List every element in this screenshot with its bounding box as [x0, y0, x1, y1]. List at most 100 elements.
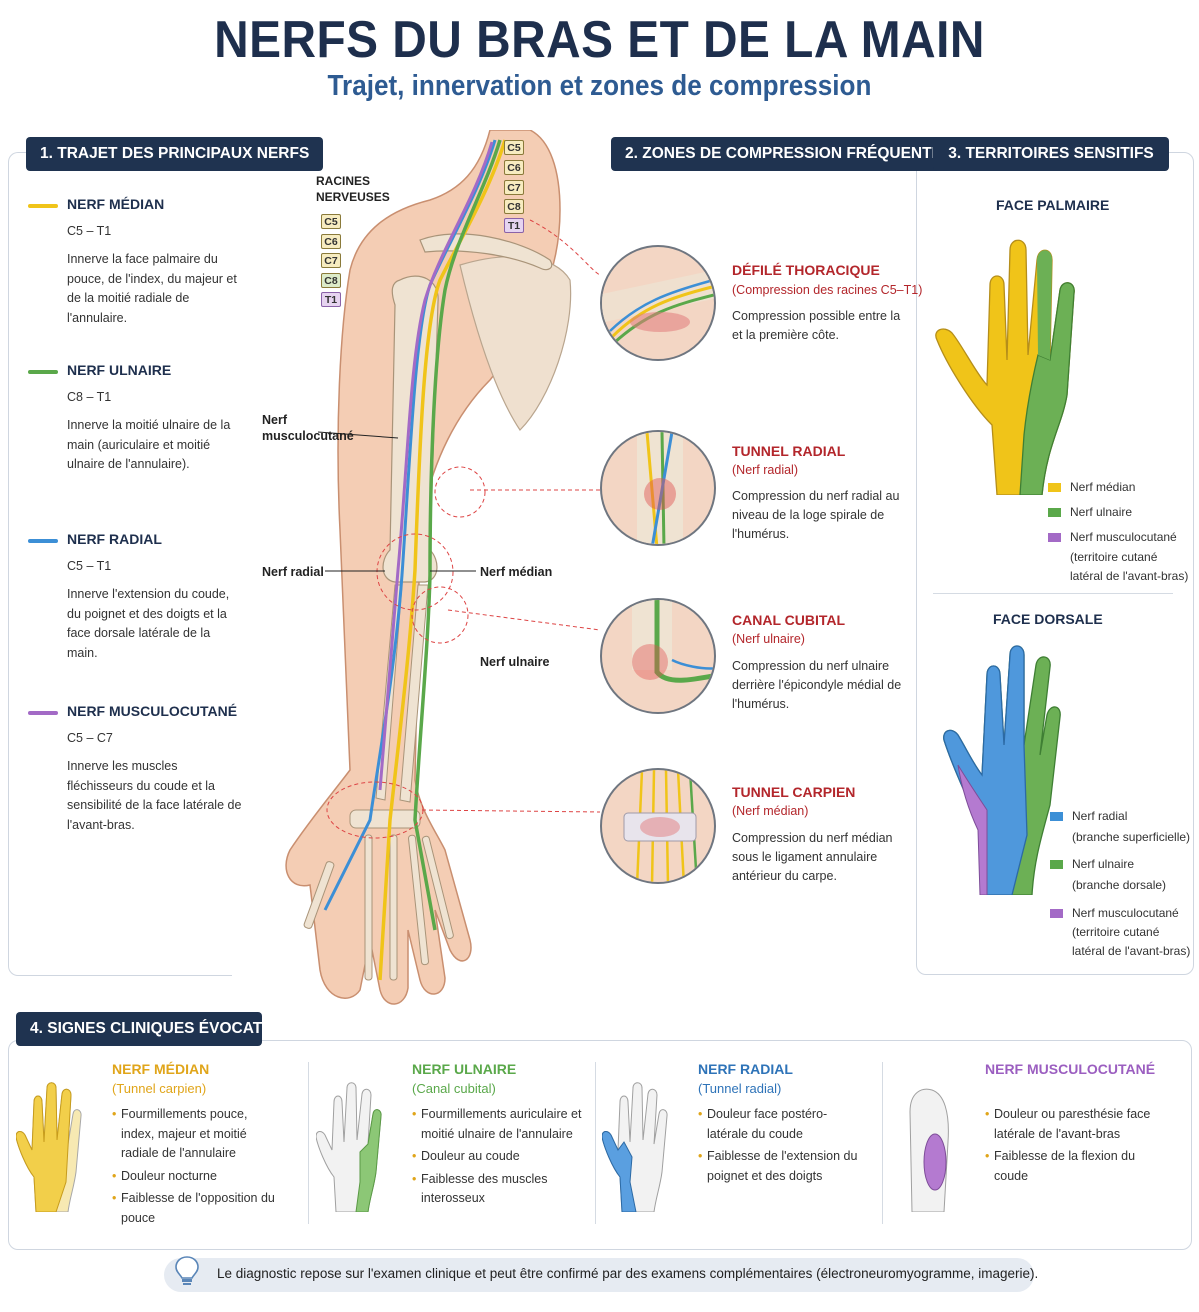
- label-radial-nerve: Nerf radial: [262, 565, 324, 579]
- lightbulb-icon: [175, 1256, 199, 1285]
- nerve-roots: C5 – T1: [67, 224, 112, 238]
- zone-title: DÉFILÉ THORACIQUE: [732, 262, 880, 278]
- elbow-medial-circle: [411, 586, 469, 644]
- zone-subtitle: (Nerf médian): [732, 804, 809, 818]
- clavicle: [419, 233, 553, 271]
- legend-swatch-radial: [1050, 812, 1063, 821]
- section3-panel: [916, 152, 1194, 975]
- humerus-circle: [434, 466, 486, 518]
- ulnar-line-swatch: [28, 370, 58, 374]
- sign-list-ulnar: Fourmillements auriculaire et moitié uln…: [412, 1105, 582, 1212]
- top-root-c8: C8: [504, 199, 524, 214]
- sign-title-radial: NERF RADIAL: [698, 1061, 793, 1077]
- elbow-circle: [376, 533, 454, 611]
- root-box-c7: C7: [321, 253, 341, 268]
- nerve-desc: Innerve l'extension du coude, du poignet…: [67, 587, 230, 660]
- zone-title: TUNNEL CARPIEN: [732, 784, 856, 800]
- nerve-entry-median: NERF MÉDIAN C5 – T1 Innerve la face palm…: [28, 196, 238, 336]
- sign-subtitle-median: (Tunnel carpien): [112, 1081, 207, 1096]
- nerve-desc: Innerve la moitié ulnaire de la main (au…: [67, 418, 231, 471]
- dorsal-title: FACE DORSALE: [993, 611, 1103, 627]
- zone-title: CANAL CUBITAL: [732, 612, 846, 628]
- divider: [595, 1062, 596, 1224]
- zone-desc: Compression possible entre la et la prem…: [732, 309, 901, 342]
- section3-divider: [933, 593, 1173, 594]
- root-box-c5: C5: [321, 214, 341, 229]
- page-title: NERFS DU BRAS ET DE LA MAIN: [214, 11, 985, 69]
- label-ulnar-nerve: Nerf ulnaire: [480, 655, 550, 669]
- legend-text: (branche superficielle): [1072, 830, 1191, 844]
- section2-header: 2. ZONES DE COMPRESSION FRÉQUENTES: [611, 137, 967, 171]
- musculocutaneous-nerve: [378, 141, 494, 791]
- sign-item: Fourmillements auriculaire et moitié uln…: [412, 1105, 582, 1144]
- footer-text: Le diagnostic repose sur l'examen cliniq…: [217, 1266, 1039, 1281]
- legend-text: Nerf ulnaire: [1070, 505, 1133, 519]
- palmar-hand-image: [935, 239, 1075, 495]
- sign-subtitle-radial: (Tunnel radial): [698, 1081, 782, 1096]
- legend-text: Nerf médian: [1070, 480, 1136, 494]
- ulnar-nerve: [413, 139, 502, 931]
- nerve-name: NERF MUSCULOCUTANÉ: [67, 703, 238, 719]
- nerve-entry-ulnar: NERF ULNAIRE C8 – T1 Innerve la moitié u…: [28, 362, 238, 502]
- nerve-desc: Innerve les muscles fléchisseurs du coud…: [67, 759, 242, 832]
- section1-header: 1. TRAJET DES PRINCIPAUX NERFS: [26, 137, 324, 171]
- nerve-desc: Innerve la face palmaire du pouce, de l'…: [67, 252, 237, 325]
- legend-text: latéral de l'avant-bras): [1072, 944, 1191, 958]
- sign-item: Douleur ou paresthésie face latérale de …: [985, 1105, 1155, 1144]
- legend-swatch-ulnar: [1050, 860, 1063, 869]
- radial-hand-icon: [602, 1082, 668, 1212]
- divider: [308, 1062, 309, 1224]
- root-box-c8: C8: [321, 273, 341, 288]
- legend-text: Nerf musculocutané: [1070, 530, 1177, 544]
- radial-line-swatch: [28, 539, 58, 543]
- footer-note: Le diagnostic repose sur l'examen cliniq…: [164, 1256, 1038, 1292]
- forearm-icon: [909, 1088, 949, 1212]
- label-median-nerve: Nerf médian: [480, 565, 553, 579]
- sign-item: Faiblesse de l'opposition du pouce: [112, 1189, 282, 1228]
- sign-list-radial: Douleur face postéro-latérale du coude F…: [698, 1105, 868, 1189]
- top-root-t1: T1: [504, 218, 524, 233]
- nerve-roots: C8 – T1: [67, 390, 112, 404]
- sign-item: Faiblesse de l'extension du poignet et d…: [698, 1147, 868, 1186]
- zone-subtitle: (Nerf ulnaire): [732, 632, 805, 646]
- sign-list-musculocutaneous: Douleur ou paresthésie face latérale de …: [985, 1105, 1155, 1189]
- divider: [882, 1062, 883, 1224]
- section3-header: 3. TERRITOIRES SENSITIFS: [933, 137, 1169, 171]
- median-hand-icon: [16, 1082, 82, 1212]
- hand-bones: [303, 809, 454, 981]
- sign-item: Douleur nocturne: [112, 1167, 282, 1187]
- palmar-title: FACE PALMAIRE: [996, 197, 1110, 213]
- legend-swatch-ulnar: [1048, 508, 1061, 517]
- legend-text: Nerf musculocutané: [1072, 906, 1179, 920]
- zone-title: TUNNEL RADIAL: [732, 443, 846, 459]
- root-box-c6: C6: [321, 234, 341, 249]
- zone-desc: Compression du nerf ulnaire derrière l'é…: [732, 659, 902, 711]
- top-root-c7: C7: [504, 180, 524, 195]
- zone-thoracic-outlet-image: [600, 245, 716, 361]
- sign-item: Faiblesse des muscles interosseux: [412, 1170, 582, 1209]
- sign-list-median: Fourmillements pouce, index, majeur et m…: [112, 1105, 282, 1231]
- legend-text: (territoire cutané: [1072, 925, 1160, 939]
- legend-swatch-median: [1048, 483, 1061, 492]
- zone-subtitle: (Nerf radial): [732, 463, 798, 477]
- legend-text: (branche dorsale): [1072, 878, 1167, 892]
- ulnar-hand-icon: [316, 1082, 382, 1212]
- root-box-t1: T1: [321, 292, 341, 307]
- nerve-entry-musculocutaneous: NERF MUSCULOCUTANÉ C5 – C7 Innerve les m…: [28, 703, 241, 843]
- sign-title-median: NERF MÉDIAN: [112, 1061, 210, 1077]
- median-line-swatch: [28, 204, 58, 208]
- musculocutaneous-line-swatch: [28, 711, 58, 715]
- legend-swatch-musculocutaneous: [1050, 909, 1063, 918]
- arm-illustration: [285, 130, 600, 1005]
- top-root-c6: C6: [504, 160, 524, 175]
- roots-label: RACINES NERVEUSES: [316, 174, 390, 204]
- section1-panel: [8, 152, 232, 976]
- legend-text: Nerf ulnaire: [1072, 857, 1135, 871]
- sign-title-musculocutaneous: NERF MUSCULOCUTANÉ: [985, 1061, 1156, 1077]
- sign-item: Douleur au coude: [412, 1147, 582, 1167]
- zone-carpal-tunnel-image: [600, 768, 716, 884]
- zone-subtitle: (Compression des racines C5–T1): [732, 283, 923, 297]
- dorsal-hand-image: [943, 645, 1061, 895]
- zone-cubital-canal-image: [600, 598, 716, 714]
- sign-title-ulnar: NERF ULNAIRE: [412, 1061, 517, 1077]
